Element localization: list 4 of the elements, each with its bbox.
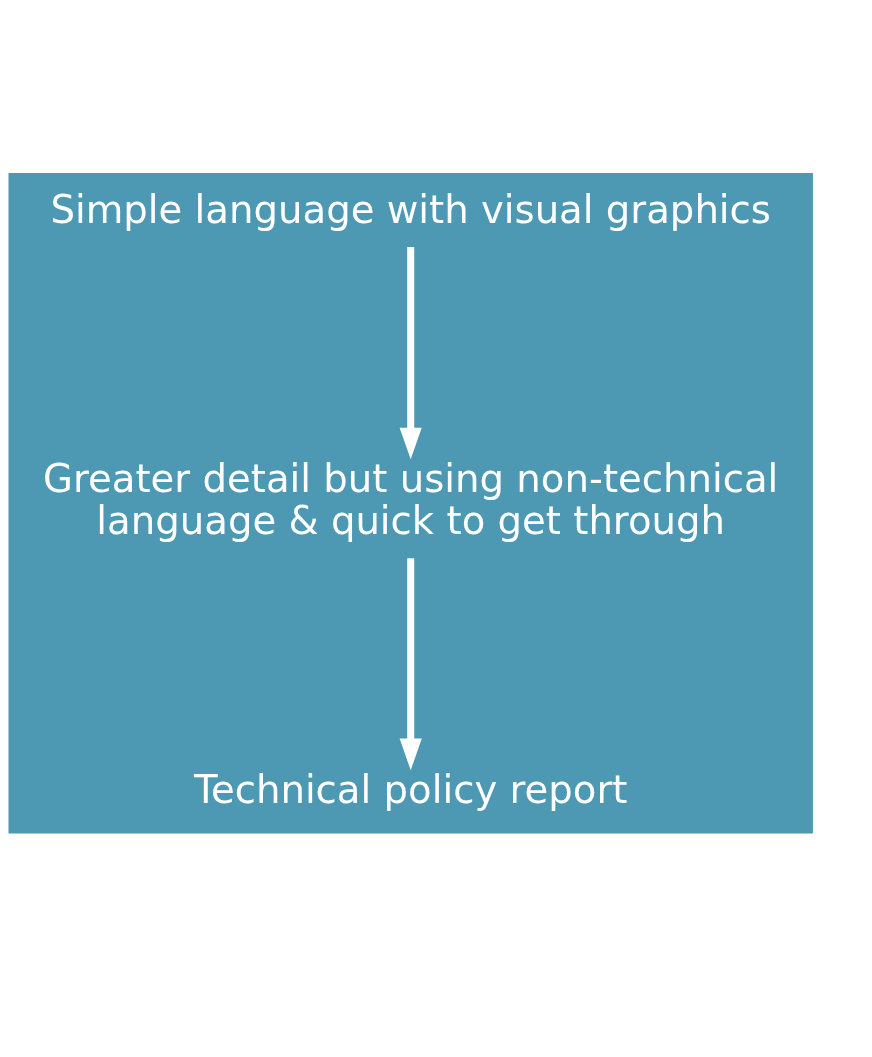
node-text: Simple language with visual graphics	[50, 187, 771, 233]
arrow	[399, 246, 422, 460]
node-text: Technical policy report	[193, 766, 628, 812]
node-text: Greater detail but using non-technical language & quick to get through	[43, 455, 779, 544]
